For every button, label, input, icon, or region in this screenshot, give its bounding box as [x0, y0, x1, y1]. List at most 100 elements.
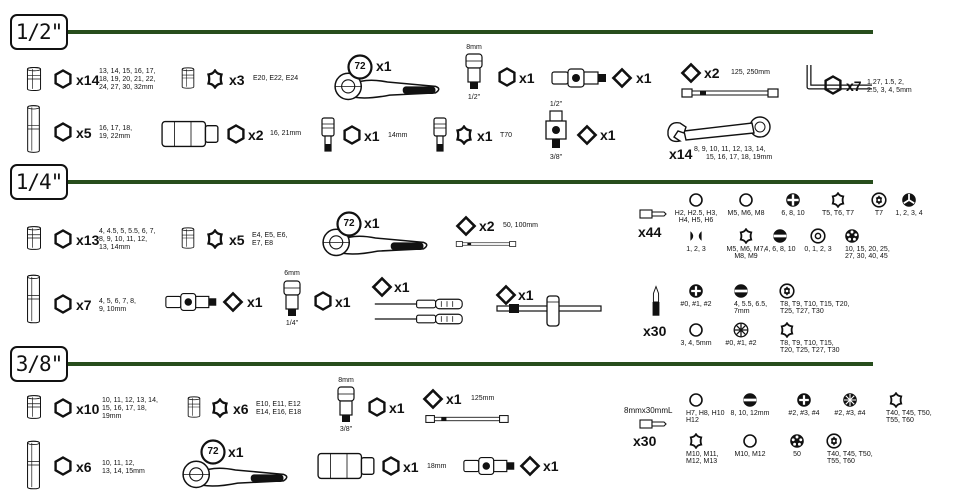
- short-socket-image: [25, 394, 43, 420]
- short-socket-image: [25, 65, 43, 93]
- quarter-bit-type-b-3-l2: T25, T27, T30: [780, 308, 824, 315]
- combination-wrench-image: [664, 113, 774, 149]
- quarter-bit-type-a-1-l1: H2, H2.5, H3,: [674, 210, 718, 217]
- square-drive-icon: [519, 455, 541, 477]
- torx-icon: [830, 192, 846, 208]
- quarter-thandle-qty: x1: [518, 287, 534, 303]
- quarter-ratchet-qty: x1: [364, 215, 380, 231]
- threeeighth-sockets-deep-qty: x6: [76, 459, 92, 475]
- half-adapter-bottom: 1/2": [467, 94, 481, 101]
- half-reducer-bottom: 3/8": [549, 154, 563, 161]
- threeeighth-bit-type-7: M10, M12: [734, 451, 766, 458]
- quarter-screwdrivers-qty: x1: [394, 279, 410, 295]
- half-sockets-short-size-3: 24, 27, 30, 32mm: [99, 84, 154, 91]
- hex-recess-icon: [688, 322, 704, 338]
- half-sockets-deep-size-2: 19, 22mm: [99, 133, 131, 140]
- half-hexkeys-size-1: 1.27, 1.5, 2,: [867, 79, 904, 86]
- quarter-extensions-qty: x2: [479, 218, 495, 234]
- section-badge-quarter: 1/4": [10, 164, 68, 200]
- threeeighth-ujoint-qty: x1: [543, 458, 559, 474]
- threeeighth-spark-qty: x1: [403, 459, 419, 475]
- slotted-recess-icon: [742, 392, 758, 408]
- teeth-badge-icon: [336, 211, 362, 237]
- tri-wing-icon: [901, 192, 917, 208]
- threeeighth-ratchet-qty: x1: [228, 444, 244, 460]
- torx-tamper-icon: [779, 283, 795, 299]
- extension-bar-image: [455, 238, 517, 250]
- t-handle-image: [495, 288, 605, 328]
- threeeighth-sockets-short-size-3: 19mm: [102, 413, 122, 420]
- quarter-sockets-short-size-2: 8, 9, 10, 11, 12,: [99, 236, 148, 243]
- quarter-bit-type-b-6-l1: T8, T9, T10, T15,: [780, 340, 834, 347]
- threeeighth-spark-sizes: 18mm: [427, 463, 447, 470]
- quarter-sockets-short-size-1: 4, 4.5, 5, 5.5, 6, 7,: [99, 228, 156, 235]
- universal-joint-image: [164, 290, 220, 314]
- section-rule-quarter: [68, 180, 873, 184]
- quarter-bit-type-a-6: 1, 2, 3, 4: [895, 210, 923, 217]
- multi-hole-icon: [844, 228, 860, 244]
- quarter-bit-type-a-8-l2: M8, M9: [734, 253, 758, 260]
- half-reducer-top: 1/2": [549, 101, 563, 108]
- threeeighth-sockets-short-size-1: 10, 11, 12, 13, 14,: [102, 397, 158, 404]
- threeeighth-bit-type-8: 50: [793, 451, 801, 458]
- spinner-driver-image: [371, 298, 466, 310]
- threeeighth-bit-type-5-l2: T55, T60: [886, 417, 914, 424]
- threeeighth-bit-type-4: #2, #3, #4: [834, 410, 866, 417]
- threeeighth-bit-type-9-l2: T55, T60: [827, 458, 855, 465]
- spline-ring-icon: [742, 433, 758, 449]
- universal-joint-image: [550, 66, 610, 90]
- quarter-ujoint-qty: x1: [247, 294, 263, 310]
- bit-image: [638, 208, 668, 220]
- half-torxbit-qty: x1: [477, 128, 493, 144]
- hex-icon: [226, 124, 246, 144]
- half-hexkeys-qty: x7: [846, 78, 862, 94]
- half-sockets-short-size-1: 13, 14, 15, 16, 17,: [99, 68, 156, 75]
- quarter-bit-type-a-9: 4, 6, 8, 10: [764, 246, 796, 253]
- quarter-adapter-top: 6mm: [284, 270, 300, 277]
- quarter-bit-type-b-2-l2: 7mm: [734, 308, 750, 315]
- spark-plug-socket-image: [160, 116, 222, 152]
- quarter-sockets-deep-size-1: 4, 5, 6, 7, 8,: [99, 298, 136, 305]
- half-wrenches-size-2: 15, 16, 17, 18, 19mm: [706, 154, 773, 161]
- hex-icon: [53, 229, 73, 249]
- quarter-torx-size-1: E4, E5, E6,: [252, 232, 288, 239]
- quarter-bit-type-a-7: 1, 2, 3: [686, 246, 706, 253]
- threeeighth-adapter-top: 8mm: [338, 377, 354, 384]
- half-wrenches-qty: x14: [669, 146, 693, 162]
- threeeighth-bit-type-9-l1: T40, T45, T50,: [827, 451, 873, 458]
- half-adapter-qty: x1: [519, 70, 535, 86]
- half-extensions-sizes: 125, 250mm: [731, 69, 770, 76]
- plus-recess-icon: [688, 283, 704, 299]
- half-extensions-qty: x2: [704, 65, 720, 81]
- spinner-driver-image: [371, 313, 466, 325]
- section-rule-half: [68, 30, 873, 34]
- torx-socket-image: [180, 226, 196, 250]
- cross-recess-icon: [785, 192, 801, 208]
- hex-recess-icon: [688, 192, 704, 208]
- torx-icon: [205, 229, 225, 249]
- quarter-bit-type-b-5: #0, #1, #2: [725, 340, 757, 347]
- quarter-bit-type-a-1-l2: H4, H5, H6: [678, 217, 714, 224]
- hex-icon: [53, 456, 73, 476]
- quarter-sockets-deep-size-2: 9, 10mm: [99, 306, 127, 313]
- quarter-ratchet-teeth: 72: [343, 218, 355, 229]
- threeeighth-bit-type-2: 8, 10, 12mm: [730, 410, 770, 417]
- hex-icon: [53, 294, 73, 314]
- threeeighth-ratchet-teeth: 72: [207, 446, 219, 457]
- quarter-sockets-short-qty: x13: [76, 232, 100, 248]
- half-sockets-deep-size-1: 16, 17, 18,: [99, 125, 133, 132]
- hex-icon: [381, 456, 401, 476]
- plus-recess-icon: [796, 392, 812, 408]
- square-drive-icon: [371, 276, 393, 298]
- quarter-bit-type-b-3-l1: T8, T9, T10, T15, T20,: [780, 301, 850, 308]
- half-hexkeys-size-2: 2.5, 3, 4, 5mm: [867, 87, 912, 94]
- threeeighth-sockets-deep-size-2: 13, 14, 15mm: [102, 468, 145, 475]
- bit-vertical-image: [650, 284, 662, 320]
- slotted-recess-icon: [733, 283, 749, 299]
- quarter-bit-type-a-11-l1: 10, 15, 20, 25,: [845, 246, 890, 253]
- threeeighth-bits-label: 8mmx30mmL: [624, 406, 673, 415]
- threeeighth-sockets-short-size-2: 15, 16, 17, 18,: [102, 405, 147, 412]
- quarter-bit-type-b-1: #0, #1, #2: [680, 301, 712, 308]
- pozi-recess-icon: [733, 322, 749, 338]
- adapter-image: [334, 385, 358, 425]
